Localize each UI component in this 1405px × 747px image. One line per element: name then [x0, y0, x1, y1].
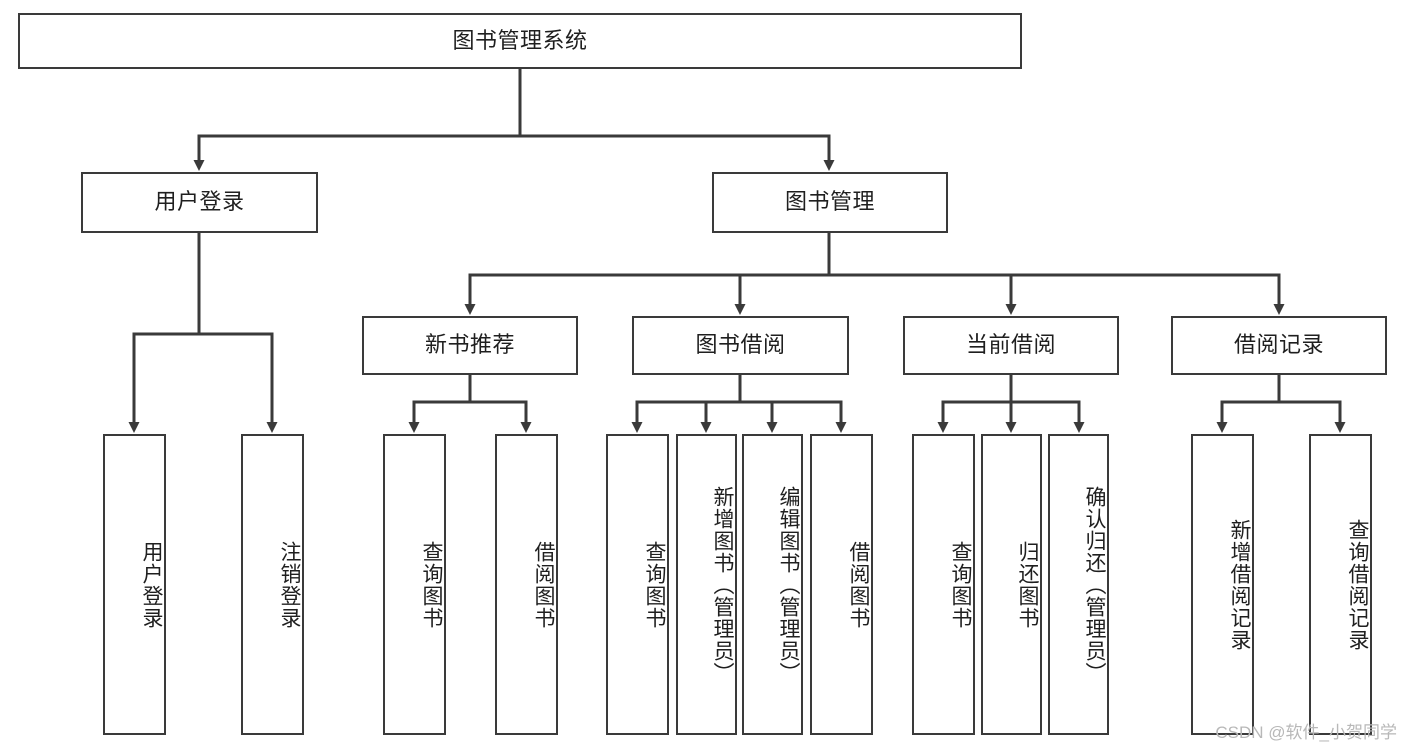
leaf-borrow-book[interactable]: 借阅图书 [810, 434, 873, 735]
leaf-borrow-book-newbook[interactable]: 借阅图书 [495, 434, 558, 735]
leaf-return-book-label: 归还图书 [1016, 540, 1039, 629]
node-root[interactable]: 图书管理系统 [18, 13, 1022, 69]
node-current-borrow-label: 当前借阅 [965, 332, 1056, 358]
node-new-book-recommend-label: 新书推荐 [424, 332, 515, 358]
leaf-query-book-newbook-label: 查询图书 [420, 540, 443, 629]
node-borrow-records[interactable]: 借阅记录 [1171, 316, 1387, 375]
leaf-user-login-label: 用户登录 [140, 540, 163, 629]
leaf-edit-book-admin-label: 编辑图书（管理员） [777, 485, 800, 684]
leaf-add-borrow-record[interactable]: 新增借阅记录 [1191, 434, 1254, 735]
node-book-borrow[interactable]: 图书借阅 [632, 316, 849, 375]
leaf-query-borrow-record[interactable]: 查询借阅记录 [1309, 434, 1372, 735]
node-new-book-recommend[interactable]: 新书推荐 [362, 316, 578, 375]
leaf-logout-label: 注销登录 [278, 540, 301, 629]
node-user-login-label: 用户登录 [154, 189, 245, 215]
node-user-login[interactable]: 用户登录 [81, 172, 318, 233]
leaf-query-book-borrow-label: 查询图书 [643, 540, 666, 629]
leaf-query-book-borrow[interactable]: 查询图书 [606, 434, 669, 735]
leaf-add-book-admin-label: 新增图书（管理员） [711, 485, 734, 684]
leaf-query-book-current-label: 查询图书 [949, 540, 972, 629]
node-book-borrow-label: 图书借阅 [695, 332, 786, 358]
node-current-borrow[interactable]: 当前借阅 [903, 316, 1119, 375]
leaf-logout[interactable]: 注销登录 [241, 434, 304, 735]
leaf-add-borrow-record-label: 新增借阅记录 [1228, 518, 1251, 651]
node-book-management[interactable]: 图书管理 [712, 172, 948, 233]
leaf-return-book[interactable]: 归还图书 [981, 434, 1042, 735]
leaf-query-borrow-record-label: 查询借阅记录 [1346, 518, 1369, 651]
leaf-confirm-return-admin-label: 确认归还（管理员） [1083, 485, 1106, 684]
node-root-label: 图书管理系统 [452, 27, 588, 53]
leaf-query-book-newbook[interactable]: 查询图书 [383, 434, 446, 735]
leaf-query-book-current[interactable]: 查询图书 [912, 434, 975, 735]
leaf-confirm-return-admin[interactable]: 确认归还（管理员） [1048, 434, 1109, 735]
leaf-borrow-book-label: 借阅图书 [847, 540, 870, 629]
node-borrow-records-label: 借阅记录 [1233, 332, 1324, 358]
node-book-management-label: 图书管理 [784, 189, 875, 215]
leaf-edit-book-admin[interactable]: 编辑图书（管理员） [742, 434, 803, 735]
leaf-borrow-book-newbook-label: 借阅图书 [532, 540, 555, 629]
leaf-user-login[interactable]: 用户登录 [103, 434, 166, 735]
leaf-add-book-admin[interactable]: 新增图书（管理员） [676, 434, 737, 735]
